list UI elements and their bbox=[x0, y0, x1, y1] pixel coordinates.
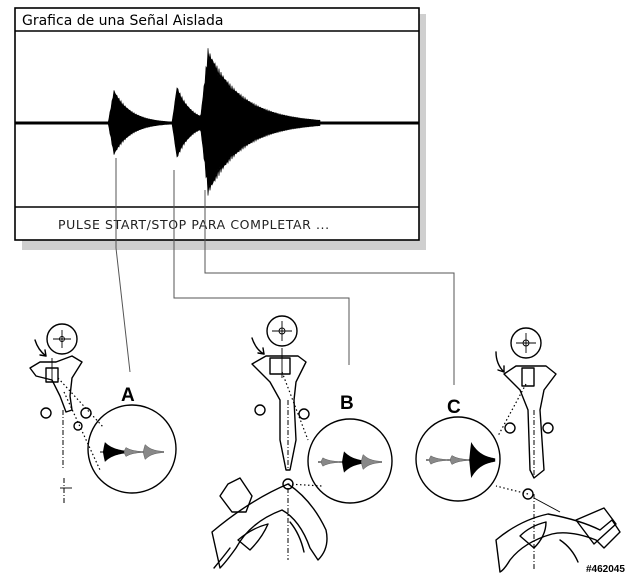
magnifier-a bbox=[87, 404, 177, 494]
impulse-pin-b bbox=[269, 357, 291, 375]
escape-wheel-b bbox=[211, 483, 328, 569]
magnifier-c bbox=[415, 416, 501, 502]
mini-c-burst-a bbox=[428, 455, 448, 465]
leader-line-c bbox=[204, 190, 455, 385]
mini-b-burst-c bbox=[360, 454, 380, 470]
magnifier-b-waveform bbox=[318, 451, 382, 473]
mini-b-burst-a bbox=[320, 457, 340, 467]
mechanism-c: C bbox=[415, 327, 621, 573]
signal-waveform bbox=[104, 48, 320, 196]
pallet-fork-c bbox=[503, 365, 557, 479]
balance-wheel-b bbox=[266, 315, 298, 347]
banking-pin-a-left bbox=[40, 407, 52, 419]
pallet-fork-b bbox=[251, 355, 307, 471]
event-label-b: B bbox=[340, 393, 354, 414]
magnifier-a-waveform bbox=[100, 442, 164, 462]
balance-wheel-c bbox=[510, 327, 542, 359]
status-message: PULSE START/STOP PARA COMPLETAR ... bbox=[58, 217, 330, 232]
event-label-c: C bbox=[447, 397, 461, 418]
leader-line-a bbox=[115, 158, 131, 373]
escape-wheel-hub-c bbox=[522, 488, 534, 500]
escape-wheel-c bbox=[495, 513, 621, 573]
mini-b-burst-b bbox=[342, 451, 368, 473]
magnifier-c-waveform bbox=[426, 442, 496, 478]
rotation-arrow-a bbox=[34, 339, 47, 357]
mini-c-burst-b bbox=[449, 455, 469, 465]
mini-a-burst-b bbox=[123, 447, 143, 457]
signal-waveform-outline bbox=[104, 48, 321, 196]
mini-c-burst-c bbox=[469, 442, 496, 478]
mini-a-burst-c bbox=[142, 444, 162, 460]
catalog-number: #462045 bbox=[586, 564, 625, 575]
banking-pin-a-right bbox=[80, 407, 92, 419]
escape-wheel-tooth-c-1 bbox=[575, 507, 617, 545]
impulse-pin-c bbox=[521, 367, 535, 387]
pallet-fork-a bbox=[29, 355, 83, 413]
magnifier-b bbox=[307, 418, 393, 504]
mini-a-burst-a bbox=[102, 442, 129, 462]
leader-lines bbox=[115, 158, 455, 385]
window-title: Grafica de una Señal Aislada bbox=[22, 13, 223, 29]
escape-wheel-tooth-b-1 bbox=[219, 477, 253, 513]
mechanism-b: B bbox=[211, 315, 393, 569]
event-label-a: A bbox=[121, 385, 135, 406]
leader-line-b bbox=[173, 170, 350, 365]
mechanism-a: A bbox=[29, 323, 177, 505]
signal-window: Grafica de una Señal Aislada PULSE START… bbox=[14, 7, 426, 250]
balance-wheel-a bbox=[46, 323, 78, 355]
